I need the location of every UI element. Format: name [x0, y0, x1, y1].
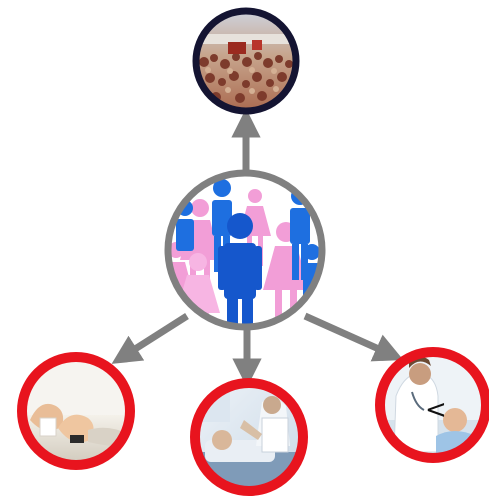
arrow-to-bottom-left-node — [124, 316, 187, 356]
patient-feet-node — [20, 355, 132, 467]
doctor-consult-node: < — [378, 350, 489, 462]
crowd-photo-node — [190, 5, 302, 117]
doctor-bedside-node — [193, 381, 305, 493]
crowd-photo-icon — [190, 5, 302, 117]
consult-marker-text: < — [425, 395, 447, 425]
arrow-to-bottom-right-node — [305, 316, 390, 354]
